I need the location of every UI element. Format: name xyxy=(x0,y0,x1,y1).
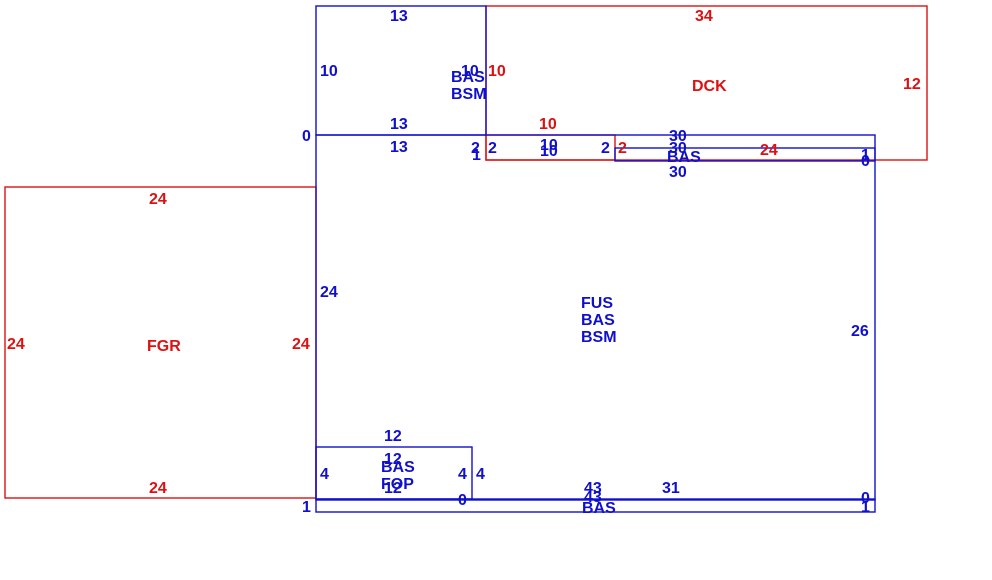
dim-fop-left: 4 xyxy=(320,466,329,483)
fop-area-label-2: FOP xyxy=(381,476,414,493)
dim-bottom-right-1: 1 xyxy=(861,499,870,516)
dim-strip-right-1: 1 xyxy=(861,147,870,164)
dim-fgr-bottom: 24 xyxy=(149,480,167,497)
dim-small-red-right-b: 2 xyxy=(618,140,627,157)
dim-dck-top: 34 xyxy=(695,8,713,25)
dim-small-left-b: 2 xyxy=(488,140,497,157)
dim-small-left-a: 2 xyxy=(471,140,480,157)
dim-small-bottom-a: 10 xyxy=(540,137,558,154)
dim-strip-right-0: 0 xyxy=(861,153,870,170)
dim-fop-bottom: 12 xyxy=(384,480,402,497)
dim-fop-right-b: 4 xyxy=(476,466,485,483)
top-area-label-2: BSM xyxy=(451,86,487,103)
right-strip-area-label: BAS xyxy=(667,149,701,166)
dim-fop-zero: 0 xyxy=(458,492,467,509)
dim-strip-30-b: 30 xyxy=(669,140,687,157)
dck-label: DCK xyxy=(692,78,727,95)
dim-strip-30-a: 30 xyxy=(669,128,687,145)
dim-small-bottom-b: 10 xyxy=(540,143,558,160)
dim-dck-left: 10 xyxy=(488,63,506,80)
dim-top-block-left: 10 xyxy=(320,63,338,80)
dim-main-left: 24 xyxy=(320,284,338,301)
main-area-label-3: BSM xyxy=(581,329,617,346)
main-fus-outline xyxy=(315,134,876,501)
dim-main-right: 26 xyxy=(851,323,869,340)
dim-bottom-43-inner: 43 xyxy=(584,489,602,506)
right-bas-strip-outline xyxy=(614,147,876,162)
dim-strip-30-c: 30 xyxy=(669,164,687,181)
dim-dck-right: 12 xyxy=(903,76,921,93)
dim-small-left-c: 1 xyxy=(472,147,481,164)
top-area-label-1: BAS xyxy=(451,69,485,86)
dim-bottom-43: 43 xyxy=(584,480,602,497)
main-area-label-1: FUS xyxy=(581,295,613,312)
dim-top-block-bottom-lower: 13 xyxy=(390,139,408,156)
dim-corner-zero-left: 0 xyxy=(302,128,311,145)
dim-top-block-top: 13 xyxy=(390,8,408,25)
dim-dck-bottom: 24 xyxy=(760,142,778,159)
dim-small-red-top: 10 xyxy=(539,116,557,133)
main-area-label-2: BAS xyxy=(581,312,615,329)
dim-bottom-31: 31 xyxy=(662,480,680,497)
dim-bottom-right-0: 0 xyxy=(861,490,870,507)
dim-fgr-right: 24 xyxy=(292,336,310,353)
dim-fop-top-inner: 12 xyxy=(384,451,402,468)
fop-area-label-1: BAS xyxy=(381,459,415,476)
dim-top-block-right: 10 xyxy=(461,63,479,80)
bottom-bas-strip-outline xyxy=(315,498,876,513)
dim-fop-top: 12 xyxy=(384,428,402,445)
bottom-strip-area-label: BAS xyxy=(582,500,616,517)
fgr-label: FGR xyxy=(147,338,181,355)
dim-bottom-left-1: 1 xyxy=(302,499,311,516)
dim-top-block-bottom-upper: 13 xyxy=(390,116,408,133)
dim-fgr-left: 24 xyxy=(7,336,25,353)
dim-small-right-a: 2 xyxy=(601,140,610,157)
dim-fgr-top: 24 xyxy=(149,191,167,208)
dim-fop-right-a: 4 xyxy=(458,466,467,483)
